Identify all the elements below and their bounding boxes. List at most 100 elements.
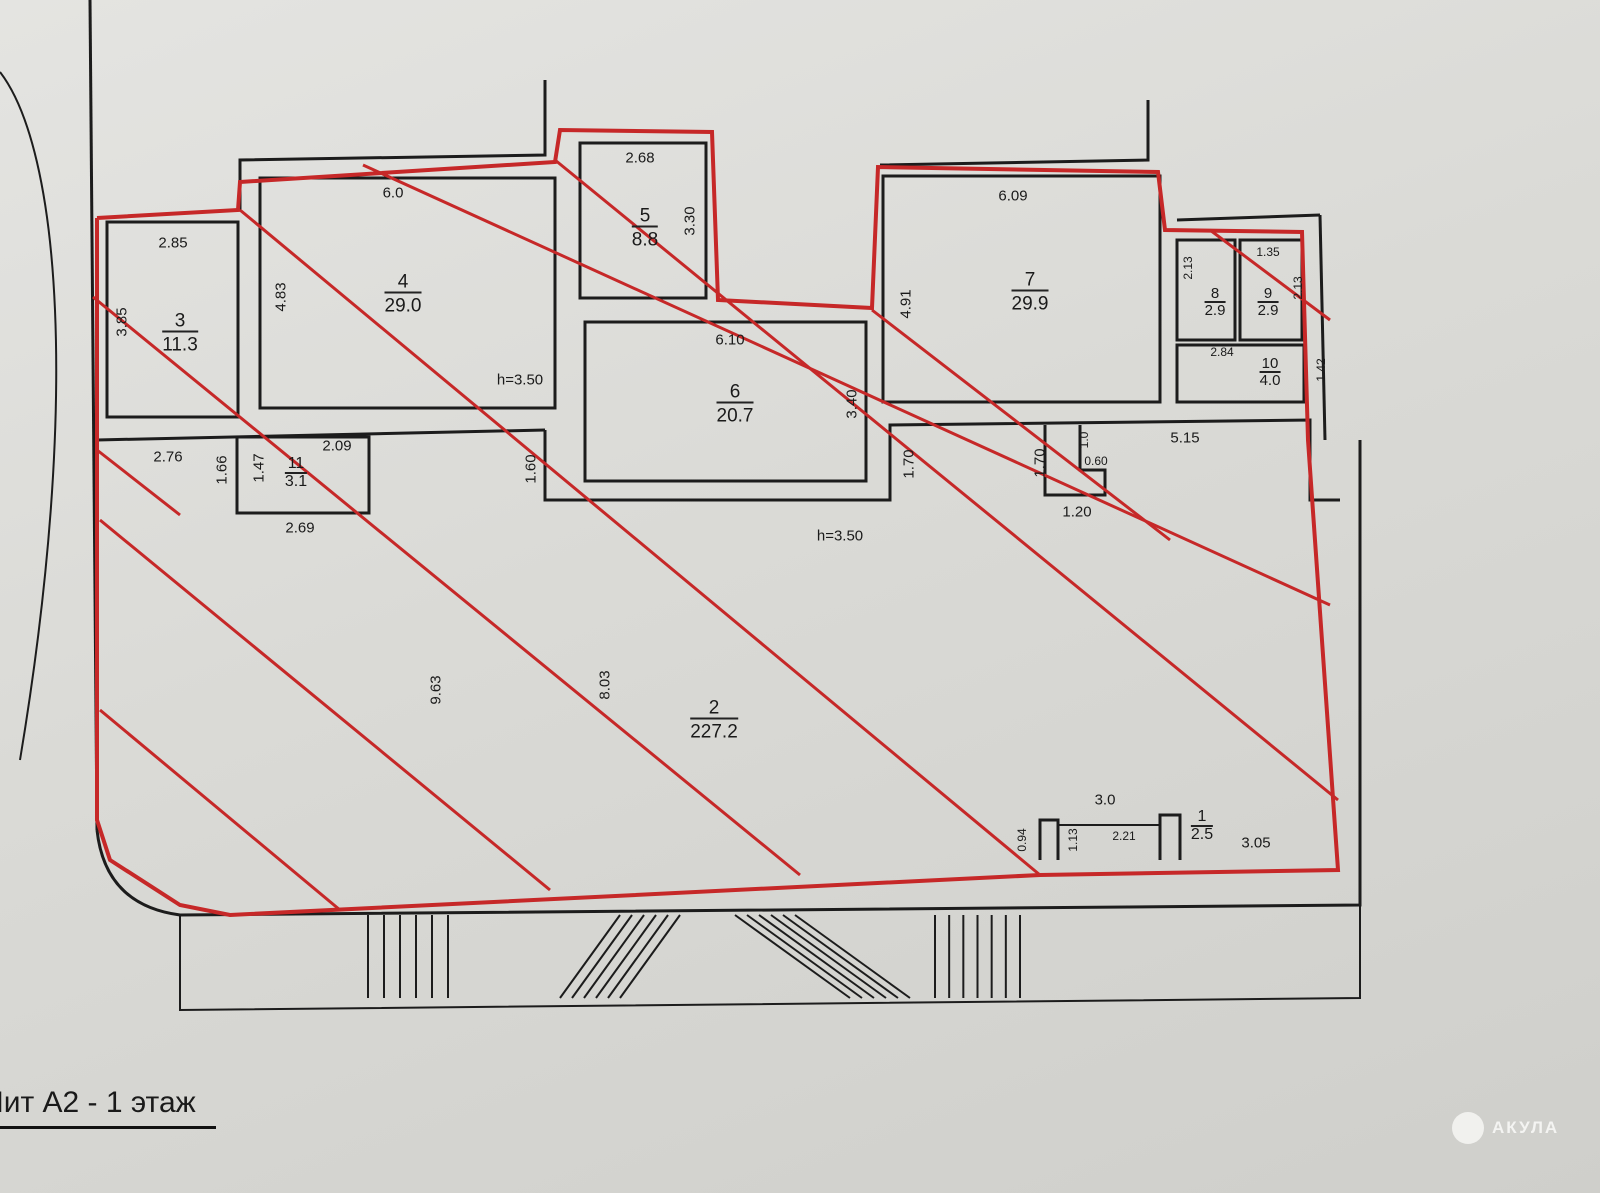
room-number: 5 [639,205,651,227]
hatch-line [92,295,801,877]
hatch-line [871,308,1171,542]
dimension-label: 1.47 [250,453,268,483]
dimension-label: 1.20 [1062,503,1092,521]
stair-step [734,914,851,999]
room-10-outline [1175,343,1306,404]
ceiling-height-label: h=3.50 [496,371,544,389]
hatch-line [239,208,1041,877]
room-5-outline [578,141,708,300]
shark-logo-icon [1452,1112,1484,1144]
stair-step [619,914,681,999]
dimension-label: 1.70 [1031,448,1049,478]
dimension-label: 1.13 [1066,828,1080,852]
watermark-text: АКУЛА [1492,1118,1560,1137]
room-area: 29.9 [1011,289,1049,314]
room-number: 11 [287,455,305,472]
dimension-label: 3.30 [681,206,699,236]
stair-step [571,914,633,999]
dimension-label: 3.85 [113,307,131,337]
room-number: 8 [1210,285,1220,302]
dimension-label: 1.70 [900,449,918,479]
dimension-label: 3.0 [1094,791,1116,809]
dimension-label: 9.63 [427,675,445,705]
room-area: 29.0 [384,291,422,316]
ceiling-height-label: h=3.50 [816,527,864,545]
room-number: 3 [174,310,186,332]
room-area: 4.0 [1259,371,1281,389]
watermark: АКУЛА [1452,1112,1559,1144]
room-11-outline [235,435,371,515]
stairs [367,914,1021,999]
stair-step [746,914,863,999]
dimension-label: 6.10 [715,331,745,349]
dimension-label: 8.03 [596,670,614,700]
dimension-label: 2.76 [153,448,183,466]
dimension-label: 1.42 [1314,358,1328,382]
dimension-label: 0.94 [1015,828,1029,852]
dimension-label: 1.60 [522,454,540,484]
room-number: 1 [1197,808,1207,825]
dimension-label: 1.66 [213,455,231,485]
room-area: 2.9 [1204,301,1226,319]
stair-step [607,914,669,999]
dimension-label: 2.13 [1291,276,1305,300]
dimension-label: 6.09 [998,187,1028,205]
room-area: 2.9 [1257,301,1279,319]
room-number: 4 [397,271,409,293]
dimension-label: 3.40 [843,389,861,419]
stair-step [794,914,911,999]
stair-step [758,914,875,999]
hatch-line [99,518,551,892]
room-7-outline [881,174,1162,404]
room-area: 2.5 [1190,825,1214,843]
stair-step [583,914,645,999]
stair-step [559,914,621,999]
room-6-outline [583,320,868,483]
dimension-label: 2.84 [1210,345,1234,359]
hatch-line [1209,228,1331,322]
room-number: 6 [729,381,741,403]
floor-title: Лит А2 - 1 этаж [0,1086,216,1129]
room-number: 2 [708,697,720,719]
room-number: 10 [1261,355,1279,372]
dimension-label: 3.05 [1241,834,1271,852]
room-4-outline [258,176,557,410]
room-area: 11.3 [162,330,198,355]
room-3-outline [105,220,240,419]
dimension-label: 1.35 [1256,245,1280,259]
room-area: 227.2 [690,717,738,742]
room-number: 9 [1263,285,1273,302]
dimension-label: 2.13 [1181,256,1195,280]
dimension-label: 2.85 [158,234,188,252]
stair-step [595,914,657,999]
stair-step [782,914,899,999]
dimension-label: 2.69 [285,519,315,537]
dimension-label: 4.83 [272,282,290,312]
room-area: 8.8 [631,225,659,250]
room-area: 3.1 [284,472,308,490]
dimension-label: 4.91 [897,289,915,319]
dimension-label: 2.09 [322,437,352,455]
walls [0,0,1362,1012]
markup-hatching [92,158,1339,912]
hatch-line [96,448,181,517]
dimension-label: 2.68 [625,149,655,167]
hatch-line [554,158,1339,802]
hatch-line [99,708,341,912]
room-number: 7 [1024,269,1036,291]
room-area: 20.7 [716,401,754,426]
dimension-label: 1.0 [1077,431,1091,449]
room-8-outline [1175,238,1237,342]
